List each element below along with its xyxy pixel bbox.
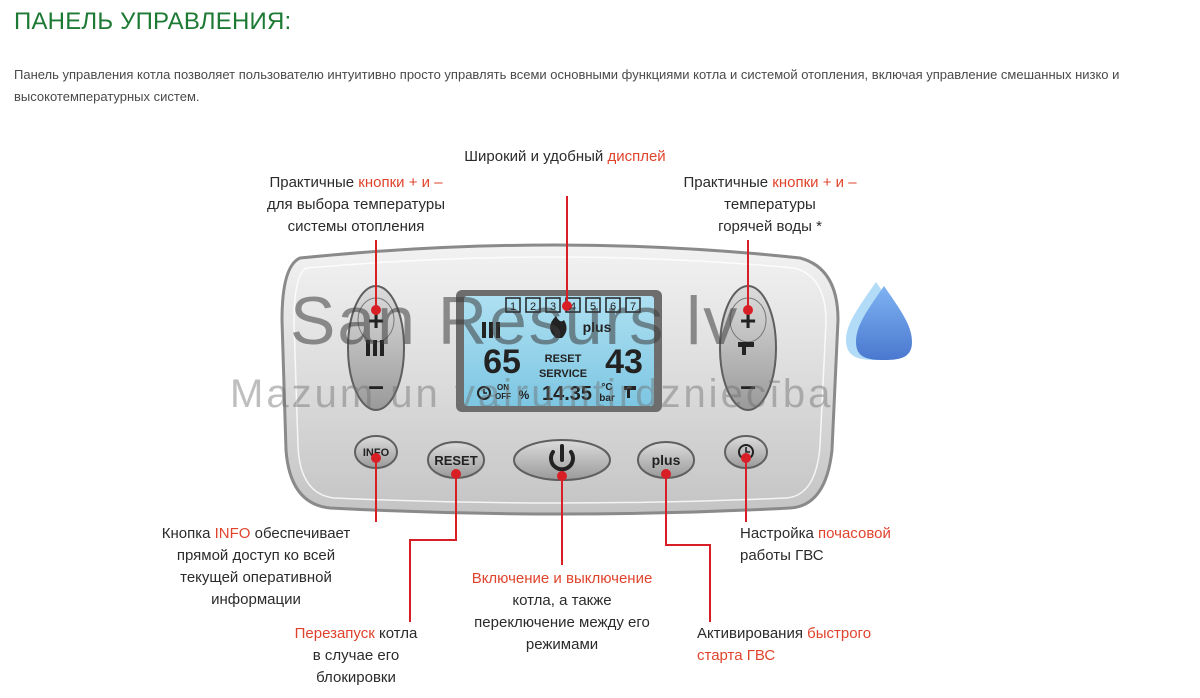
lcd-off-label: OFF: [495, 392, 511, 401]
callout-reset-line1-suffix: котла: [374, 625, 418, 642]
callout-water-line3: горячей воды *: [718, 218, 822, 235]
callout-info: Кнопка INFO обеспечивает прямой доступ к…: [128, 523, 384, 611]
zone-7: 7: [630, 301, 636, 313]
callout-heating-line3: системы отопления: [287, 218, 425, 235]
callout-info-line1-suffix: обеспечивает: [250, 525, 351, 542]
callout-water-buttons: Практичные кнопки + и – температуры горя…: [640, 172, 900, 238]
watermark-slogan: Mazum un vairumtirdzniecība: [230, 372, 834, 416]
callout-plus-line1: Активирования: [697, 625, 808, 642]
callout-heating-highlight: кнопки + и –: [358, 174, 443, 191]
callout-water-highlight: кнопки + и –: [772, 174, 857, 191]
callout-timer: Настройка почасовой работы ГВС: [740, 523, 960, 567]
lcd-zone-indicators: 1 2 3 4 5 6 7: [505, 297, 641, 313]
callout-reset: Перезапуск котла в случае его блокировки: [256, 623, 456, 689]
callout-power: Включение и выключение котла, а также пе…: [432, 568, 692, 656]
power-button[interactable]: [513, 439, 611, 481]
lcd-service-label: SERVICE: [539, 368, 587, 380]
callout-heating-line1: Практичные: [269, 174, 359, 191]
plus-button[interactable]: plus: [637, 441, 695, 479]
lcd-bottom-value: 14.35: [542, 383, 592, 405]
callout-dots: [371, 301, 753, 481]
zone-5: 5: [590, 301, 596, 313]
lcd-unit-celsius: °C: [601, 382, 612, 393]
tap-icon: [738, 342, 754, 355]
zone-2: 2: [530, 301, 536, 313]
lcd-heating-temp: 65: [483, 343, 521, 381]
zone-1: 1: [510, 301, 516, 313]
callout-info-line4: информации: [211, 591, 301, 608]
info-button-label: INFO: [363, 447, 390, 459]
callout-timer-highlight: почасовой: [818, 525, 891, 542]
lcd-on-label: ON: [497, 383, 509, 392]
callout-plus-highlight: быстрого: [807, 625, 872, 642]
callout-heating-line2: для выбора температуры: [266, 196, 445, 213]
callout-reset-line2: в случае его: [312, 647, 400, 664]
lcd-flame-icon: [550, 316, 567, 338]
callout-display-highlight: дисплей: [607, 148, 666, 165]
watermark-brand: San Resurs lv: [290, 283, 740, 359]
lcd-water-temp: 43: [605, 343, 643, 381]
callout-info-line3: текущей оперативной: [180, 569, 332, 586]
callout-display: Широкий и удобный дисплей: [420, 146, 710, 168]
intro-paragraph: Панель управления котла позволяет пользо…: [14, 67, 1120, 104]
timer-button[interactable]: [724, 435, 768, 469]
callout-lines: [375, 196, 749, 622]
lcd-display: [456, 290, 662, 412]
callout-power-highlight: Включение и выключение: [471, 570, 653, 587]
callout-reset-highlight: Перезапуск: [294, 625, 375, 642]
lcd-clock-icon: [477, 386, 491, 400]
zone-6: 6: [610, 301, 616, 313]
lcd-plus-label: plus: [583, 319, 612, 335]
callout-water-line2: температуры: [724, 196, 816, 213]
lcd-unit-bar: bar: [599, 393, 615, 404]
lcd-percent: %: [519, 388, 530, 402]
lcd-radiator-icon: [482, 322, 500, 338]
callout-info-highlight: INFO: [214, 525, 251, 542]
callout-power-line3: переключение между его: [474, 614, 650, 631]
callout-info-line1: Кнопка: [161, 525, 215, 542]
reset-button[interactable]: RESET: [427, 441, 485, 479]
svg-text:–: –: [368, 370, 384, 401]
callout-heating-buttons: Практичные кнопки + и – для выбора темпе…: [226, 172, 486, 238]
callout-reset-line3: блокировки: [316, 669, 396, 686]
lcd-reset-label: RESET: [545, 353, 582, 365]
lcd-tap-icon: [624, 386, 636, 398]
zone-4: 4: [570, 301, 576, 313]
callout-display-text: Широкий и удобный: [464, 148, 608, 165]
callout-power-line4: режимами: [525, 636, 599, 653]
power-icon: [549, 444, 575, 472]
callout-plus-line2: старта ГВС: [697, 647, 776, 664]
callout-plus: Активирования быстрого старта ГВС: [697, 623, 957, 667]
plus-button-label: plus: [652, 452, 681, 468]
callout-timer-line2: работы ГВС: [740, 547, 824, 564]
reset-button-label: RESET: [434, 453, 477, 468]
callout-info-line2: прямой доступ ко всей: [176, 547, 336, 564]
radiator-icon: [366, 340, 384, 356]
callout-timer-line1: Настройка: [740, 525, 819, 542]
lcd-readouts: plus 65 43 RESET SERVICE ON OFF % 14.35 …: [477, 316, 643, 405]
callout-water-line1: Практичные: [683, 174, 773, 191]
page-title: ПАНЕЛЬ УПРАВЛЕНИЯ:: [14, 8, 292, 35]
callout-power-line2: котла, а также: [512, 592, 612, 609]
water-drop-icon: [846, 282, 912, 360]
zone-3: 3: [550, 301, 556, 313]
svg-text:–: –: [740, 370, 756, 401]
